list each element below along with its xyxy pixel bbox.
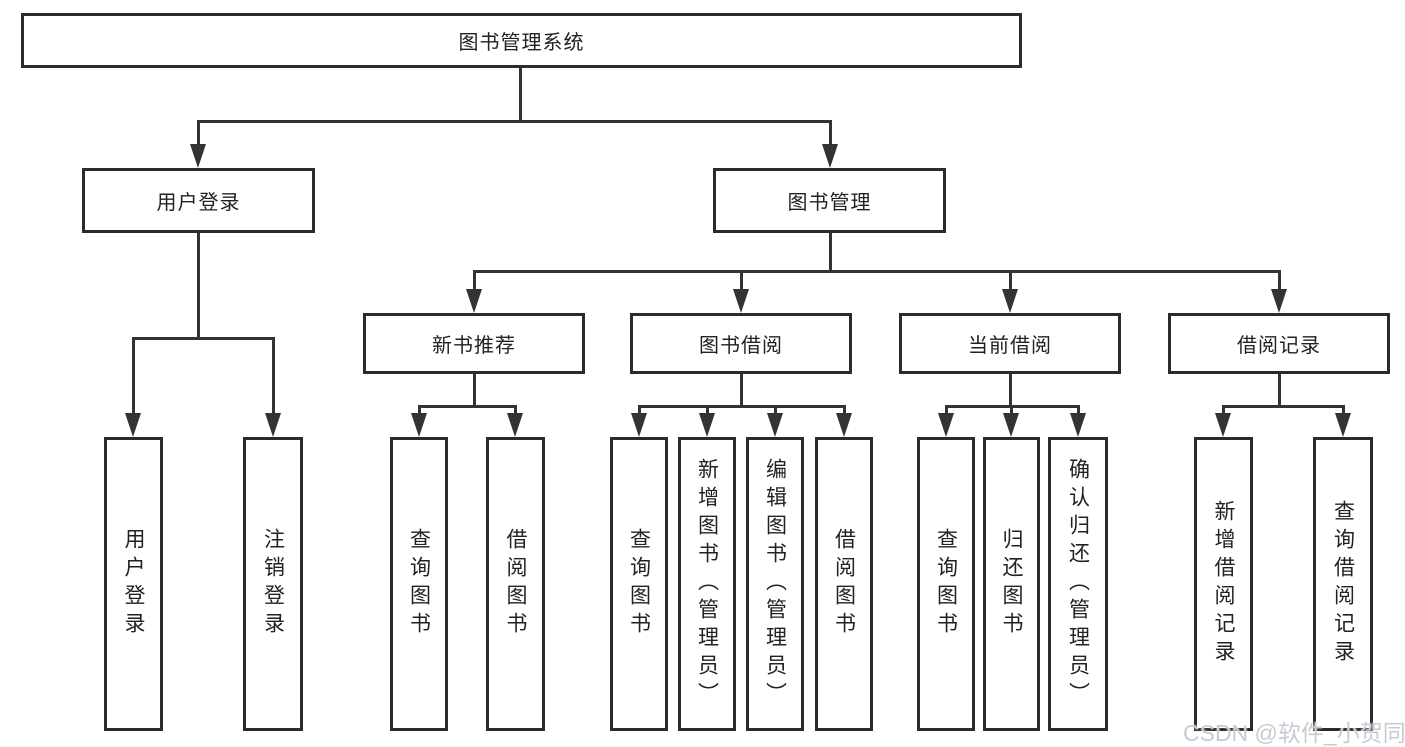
node-current-borrow: 当前借阅 — [899, 313, 1121, 374]
connector-user-login-stem — [197, 233, 200, 340]
arrow-down-icon — [631, 413, 647, 437]
connector-borrow-records-split — [1222, 405, 1345, 408]
connector-leaf-stem — [638, 405, 641, 417]
leaf-query-books-3: 查询图书 — [917, 437, 975, 731]
connector-to-leaf-user-login — [132, 337, 135, 415]
connector-leaf-stem — [1222, 405, 1225, 417]
node-book-management: 图书管理 — [713, 168, 946, 233]
leaf-borrow-books-1-label: 借阅图书 — [504, 528, 527, 640]
leaf-user-login: 用户登录 — [104, 437, 163, 731]
leaf-edit-books-admin: 编辑图书（管理员） — [746, 437, 804, 731]
leaf-borrow-books-1: 借阅图书 — [486, 437, 545, 731]
connector-book-borrow-split — [638, 405, 846, 408]
node-book-borrow: 图书借阅 — [630, 313, 852, 374]
arrow-down-icon — [1002, 289, 1018, 313]
leaf-edit-books-admin-label: 编辑图书（管理员） — [763, 458, 787, 710]
connector-to-user-login — [197, 120, 200, 150]
leaf-borrow-books-2-label: 借阅图书 — [832, 528, 856, 640]
leaf-return-books-label: 归还图书 — [1000, 528, 1023, 640]
connector-to-leaf-logout — [272, 337, 275, 415]
leaf-query-books-2: 查询图书 — [610, 437, 668, 731]
arrow-down-icon — [411, 413, 427, 437]
connector-leaf-stem — [843, 405, 846, 417]
arrow-down-icon — [190, 144, 206, 168]
connector-leaf-stem — [1010, 405, 1013, 417]
connector-current-borrow-stem — [1009, 374, 1012, 408]
leaf-query-books-1: 查询图书 — [390, 437, 448, 731]
connector-leaf-stem — [1077, 405, 1080, 417]
arrow-down-icon — [466, 289, 482, 313]
node-borrow-records-label: 借阅记录 — [1237, 335, 1321, 357]
arrow-down-icon — [822, 144, 838, 168]
csdn-watermark: CSDN @软件_小贺同学 — [1183, 720, 1405, 746]
arrow-down-icon — [507, 413, 523, 437]
leaf-borrow-books-2: 借阅图书 — [815, 437, 873, 731]
leaf-confirm-return-admin-label: 确认归还（管理员） — [1066, 458, 1090, 710]
leaf-confirm-return-admin: 确认归还（管理员） — [1048, 437, 1108, 731]
connector-leaf-stem — [945, 405, 948, 417]
node-root-label: 图书管理系统 — [458, 32, 585, 54]
leaf-query-books-3-label: 查询图书 — [934, 528, 958, 640]
arrow-down-icon — [1070, 413, 1086, 437]
arrow-down-icon — [836, 413, 852, 437]
arrow-down-icon — [1335, 413, 1351, 437]
connector-leaf-stem — [418, 405, 421, 417]
arrow-down-icon — [1271, 289, 1287, 313]
connector-leaf-stem — [706, 405, 709, 417]
node-user-login-label: 用户登录 — [156, 192, 241, 214]
connector-book-management-split — [473, 270, 1281, 273]
arrow-down-icon — [265, 413, 281, 437]
leaf-add-borrow-record-label: 新增借阅记录 — [1212, 500, 1235, 668]
arrow-down-icon — [125, 413, 141, 437]
connector-new-book-split — [418, 405, 517, 408]
leaf-query-books-2-label: 查询图书 — [627, 528, 651, 640]
arrow-down-icon — [1215, 413, 1231, 437]
node-root-library-system: 图书管理系统 — [21, 13, 1022, 68]
leaf-add-books-admin-label: 新增图书（管理员） — [695, 458, 719, 710]
arrow-down-icon — [733, 289, 749, 313]
connector-borrow-records-stem — [1278, 374, 1281, 408]
connector-book-borrow-stem — [740, 374, 743, 408]
connector-book-management-stem — [829, 233, 832, 273]
node-new-book-recommend: 新书推荐 — [363, 313, 585, 374]
connector-to-book-borrow — [740, 270, 743, 292]
arrow-down-icon — [1003, 413, 1019, 437]
node-current-borrow-label: 当前借阅 — [968, 335, 1052, 357]
connector-to-borrow-records — [1278, 270, 1281, 292]
node-new-book-recommend-label: 新书推荐 — [432, 335, 516, 357]
leaf-user-login-label: 用户登录 — [122, 528, 145, 640]
connector-user-login-split — [132, 337, 274, 340]
arrow-down-icon — [767, 413, 783, 437]
leaf-query-borrow-record: 查询借阅记录 — [1313, 437, 1373, 731]
arrow-down-icon — [938, 413, 954, 437]
leaf-query-borrow-record-label: 查询借阅记录 — [1331, 500, 1355, 668]
leaf-logout: 注销登录 — [243, 437, 303, 731]
leaf-add-borrow-record: 新增借阅记录 — [1194, 437, 1253, 731]
connector-leaf-stem — [774, 405, 777, 417]
node-borrow-records: 借阅记录 — [1168, 313, 1390, 374]
node-user-login: 用户登录 — [82, 168, 315, 233]
connector-to-new-book — [473, 270, 476, 292]
connector-root-split — [197, 120, 832, 123]
arrow-down-icon — [699, 413, 715, 437]
leaf-add-books-admin: 新增图书（管理员） — [678, 437, 736, 731]
leaf-logout-label: 注销登录 — [261, 528, 285, 640]
node-book-borrow-label: 图书借阅 — [699, 335, 783, 357]
node-book-management-label: 图书管理 — [787, 192, 872, 214]
connector-to-current-borrow — [1009, 270, 1012, 292]
connector-leaf-stem — [514, 405, 517, 417]
leaf-return-books: 归还图书 — [983, 437, 1040, 731]
connector-to-book-management — [829, 120, 832, 150]
connector-new-book-stem — [473, 374, 476, 408]
connector-root-stem — [519, 68, 522, 123]
leaf-query-books-1-label: 查询图书 — [407, 528, 431, 640]
connector-leaf-stem — [1342, 405, 1345, 417]
